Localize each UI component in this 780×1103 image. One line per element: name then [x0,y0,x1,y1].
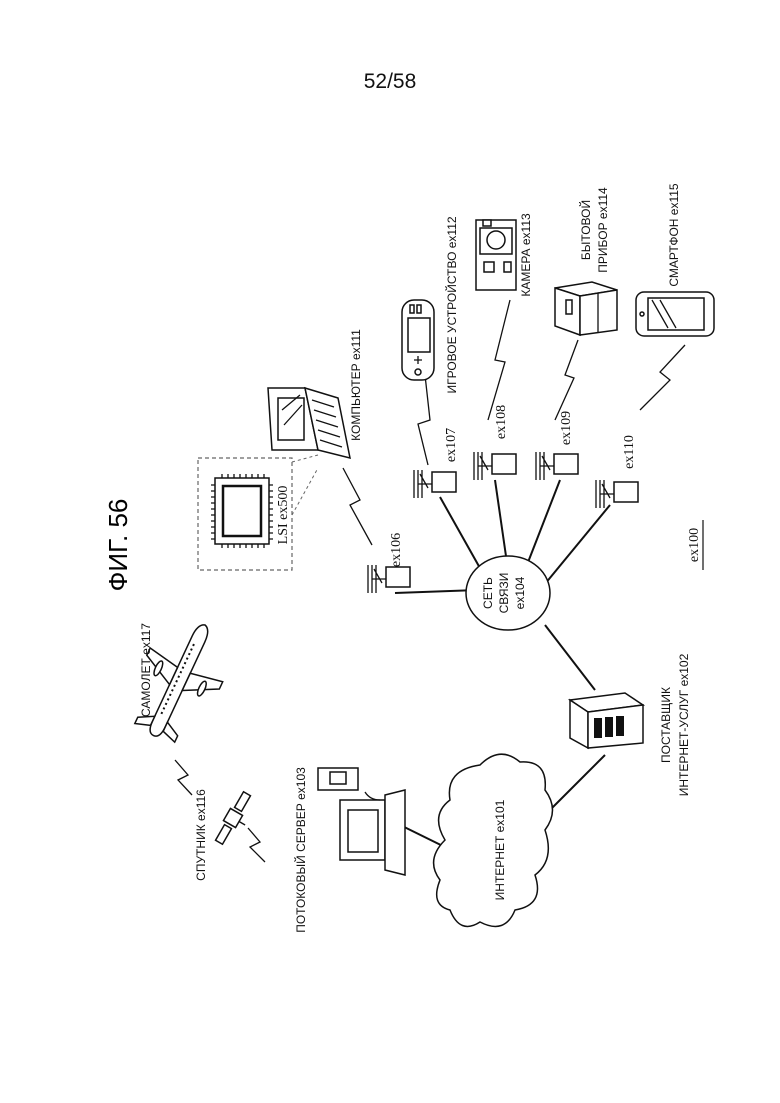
base-station-ex106-label: ex106 [389,533,404,567]
system-ref-label: ex100 [687,528,702,562]
isp-server-icon [570,693,643,748]
smartphone-ex110-wireless [640,345,685,410]
network-label-line2: СВЯЗИ [497,573,511,614]
base-station-ex108-label: ex108 [494,405,509,439]
base-station-ex109-label: ex109 [559,411,574,445]
laptop-icon [268,388,350,458]
base-station-ex107 [414,470,456,498]
network-label-line3: ex104 [513,576,527,609]
base-station-ex109 [536,452,578,480]
streaming-server-label: ПОТОКОВЫЙ СЕРВЕР ex103 [293,767,308,933]
airplane-label: САМОЛЕТ ex117 [139,623,153,717]
camera-icon [476,220,516,290]
internet-label: ИНТЕРНЕТ ex101 [493,799,507,900]
isp-label-line2: ИНТЕРНЕТ-УСЛУГ ex102 [677,653,691,796]
camera-ex108-wireless [488,300,510,420]
base-station-ex107-label: ex107 [444,428,459,462]
computer-ex106-wireless [343,468,372,545]
base-station-ex110-label: ex110 [622,435,637,469]
appliance-label-line1: БЫТОВОЙ [578,200,593,260]
streaming-server-icon [318,768,405,875]
isp-network-link [545,625,595,690]
figure-title: ФИГ. 56 [103,499,133,592]
network-label-line1: СЕТЬ [481,577,495,609]
appliance-icon [555,282,617,335]
lsi-chip-icon [198,455,318,570]
network-ex107-link [440,497,485,577]
network-ex109-link [525,480,560,570]
network-ex110-link [540,505,610,590]
game-ex107-wireless [418,375,430,465]
airplane-icon [117,608,241,752]
lsi-label: LSI ex500 [276,486,291,545]
appliance-ex109-wireless [555,340,578,420]
base-station-ex110 [596,480,638,508]
wireless-links [175,300,685,862]
camera-label: КАМЕРА ex113 [519,213,533,297]
base-station-ex106 [368,565,410,593]
smartphone-icon [636,292,714,336]
satellite-server-wireless [248,828,265,862]
satellite-icon [213,790,259,849]
isp-label-line1: ПОСТАВЩИК [659,687,673,763]
airplane-satellite-wireless [175,760,192,795]
game-device-icon [402,300,434,380]
smartphone-label: СМАРТФОН ex115 [667,183,681,287]
satellite-label: СПУТНИК ex116 [194,789,208,881]
computer-label: КОМПЬЮТЕР ex111 [349,329,363,441]
game-device-label: ИГРОВОЕ УСТРОЙСТВО ex112 [444,216,459,393]
base-station-ex108 [474,452,516,480]
appliance-label-line2: ПРИБОР ex114 [596,187,610,273]
